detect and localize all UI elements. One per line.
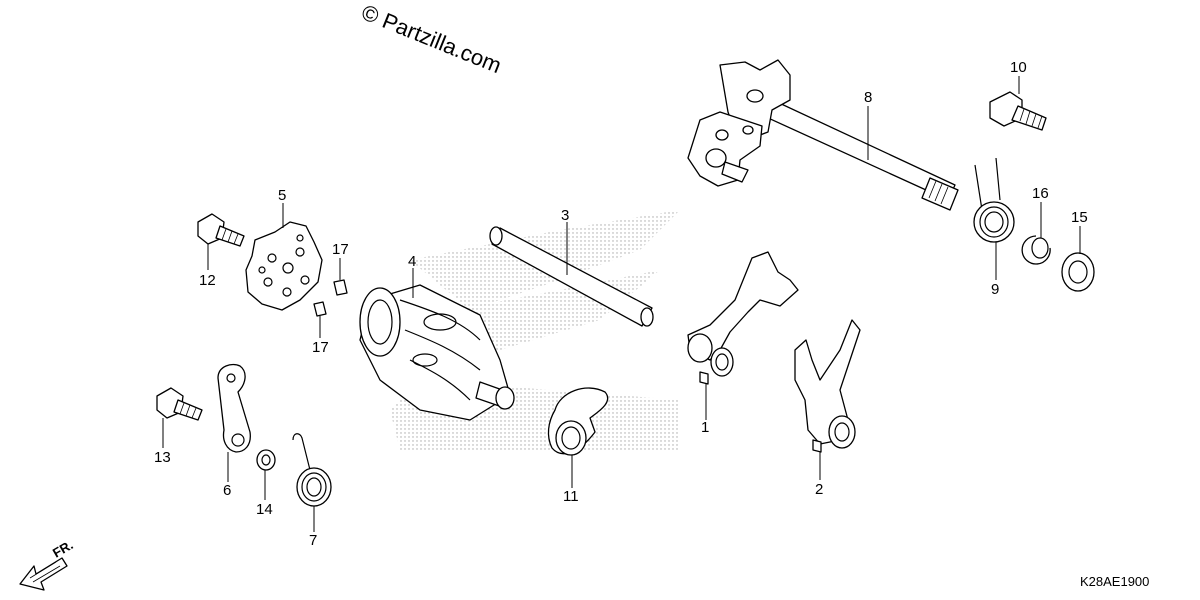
callout-11: 11	[563, 488, 579, 505]
part-13-bolt	[156, 387, 203, 421]
part-3-fork-shaft	[489, 226, 654, 327]
callout-10: 10	[1010, 59, 1027, 76]
callout-7: 7	[309, 532, 317, 549]
part-14-washer	[256, 449, 276, 471]
part-15-washer	[1061, 252, 1095, 292]
callout-2: 2	[815, 481, 823, 498]
callout-14: 14	[256, 501, 273, 518]
callout-12: 12	[199, 272, 216, 289]
callout-leaders	[162, 76, 1081, 532]
callout-1: 1	[701, 419, 709, 436]
front-direction-arrow: FR.	[19, 537, 76, 591]
part-12-bolt	[197, 213, 245, 247]
callout-16: 16	[1032, 185, 1049, 202]
part-10-bolt	[989, 91, 1047, 131]
part-1-shift-fork	[687, 251, 799, 385]
watermark: © Partzilla.com	[358, 0, 505, 78]
part-5-drum-center-plate	[245, 221, 323, 311]
part-8-gearshift-spindle	[687, 59, 959, 211]
front-direction-label: FR.	[50, 537, 76, 560]
callout-13: 13	[154, 449, 171, 466]
callout-17-upper: 17	[332, 241, 349, 258]
callout-9: 9	[991, 281, 999, 298]
callout-6: 6	[223, 482, 231, 499]
part-9-spring	[973, 157, 1015, 243]
part-16-circlip	[1021, 235, 1051, 265]
callout-8: 8	[864, 89, 872, 106]
callout-3: 3	[561, 207, 569, 224]
part-11-bearing	[547, 387, 609, 456]
diagram-code: K28AE1900	[1080, 574, 1149, 589]
callout-4: 4	[408, 253, 416, 270]
part-7-return-spring	[292, 433, 332, 507]
callout-labels: 1 2 3 4 5 6 7 8 9 10 11 12 13 14 15 16 1…	[154, 59, 1088, 549]
part-6-stopper-arm	[217, 363, 251, 453]
part-4-shift-drum	[359, 284, 515, 421]
part-17-dowel-pin-lower	[313, 301, 327, 317]
part-17-dowel-pin-upper	[333, 279, 348, 296]
part-2-shift-fork	[794, 319, 861, 453]
callout-5: 5	[278, 187, 286, 204]
callout-15: 15	[1071, 209, 1088, 226]
callout-17-lower: 17	[312, 339, 329, 356]
